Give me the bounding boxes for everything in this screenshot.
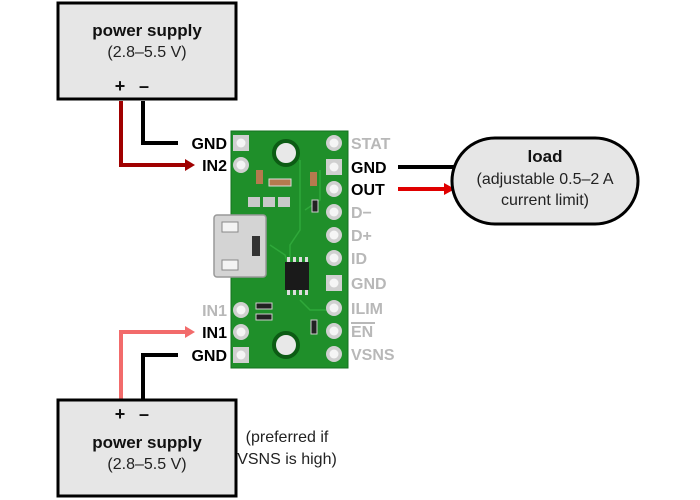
right-pin-label-d: D− (351, 205, 372, 222)
mounting-hole-top (272, 139, 300, 167)
power-supply-bottom: + – power supply (2.8–5.5 V) (56, 398, 238, 498)
ic-chip (285, 257, 309, 295)
left-pin-label-in2: IN2 (202, 158, 227, 175)
pin-hole (236, 160, 246, 170)
load: load (adjustable 0.5–2 A current limit) (450, 136, 640, 226)
wire-gnd-bottom (141, 353, 178, 400)
pin-hole (236, 350, 246, 360)
preferred-note-line1: (preferred if (246, 429, 329, 446)
power-supply-top-title: power supply (92, 21, 202, 40)
pin-hole (236, 138, 246, 148)
right-pin-label-en: EN (351, 324, 373, 341)
right-pin-label-gnd: GND (351, 276, 387, 293)
pad (263, 197, 275, 207)
pin-hole (329, 138, 339, 148)
load-line1: (adjustable 0.5–2 A (477, 171, 614, 188)
capacitor (268, 178, 292, 187)
right-pin-label-vsns: VSNS (351, 347, 395, 364)
power-supply-bottom-title: power supply (92, 433, 202, 452)
right-pin-label-stat: STAT (351, 136, 391, 153)
left-pin-label-gnd: GND (191, 136, 227, 153)
resistor (311, 199, 319, 213)
right-pin-labels: STAT GND OUT D− D+ ID GND ILIM EN VSNS (351, 136, 395, 364)
arrow-in2-icon (185, 159, 195, 171)
pin-hole (329, 349, 339, 359)
pin-hole (236, 327, 246, 337)
pin-hole (329, 253, 339, 263)
power-supply-top-minus: – (139, 76, 149, 96)
charger-board (213, 130, 349, 369)
capacitor (310, 172, 317, 186)
pin-hole (329, 184, 339, 194)
pad (248, 197, 260, 207)
pin-hole (329, 162, 339, 172)
power-supply-top-box (56, 1, 238, 101)
left-pin-label-in1: IN1 (202, 325, 227, 342)
power-supply-bottom-box (56, 398, 238, 498)
micro-usb-connector (213, 214, 267, 278)
wire-in2 (119, 101, 185, 167)
usb-pins (252, 236, 260, 256)
pin-hole (329, 303, 339, 313)
power-supply-top-plus: + (115, 76, 126, 96)
right-pin-label-ilim: ILIM (351, 301, 383, 318)
pin-hole (329, 326, 339, 336)
power-supply-bottom-voltage: (2.8–5.5 V) (107, 456, 186, 473)
power-supply-bottom-plus: + (115, 404, 126, 424)
pin-hole (329, 207, 339, 217)
left-pin-label-gnd: GND (191, 348, 227, 365)
load-shape (450, 136, 640, 226)
right-pin-label-out: OUT (351, 182, 385, 199)
pin-hole (329, 278, 339, 288)
power-supply-bottom-minus: – (139, 404, 149, 424)
wire-in1 (119, 330, 185, 400)
left-pin-label-in1: IN1 (202, 303, 227, 320)
resistor (310, 319, 318, 335)
pad (278, 197, 290, 207)
right-pin-label-d: D+ (351, 228, 372, 245)
arrow-in1-icon (185, 326, 195, 338)
load-line2: current limit) (501, 192, 589, 209)
trace (289, 160, 301, 265)
ic-body (285, 262, 309, 290)
right-pin-label-id: ID (351, 251, 367, 268)
trace (304, 170, 321, 211)
preferred-note-line2: VSNS is high) (237, 451, 337, 468)
pin-hole (236, 305, 246, 315)
load-title: load (528, 147, 563, 166)
resistor (255, 313, 273, 321)
right-pin-label-gnd: GND (351, 160, 387, 177)
capacitor (256, 170, 263, 184)
usb-tab (221, 259, 239, 271)
pin-hole (329, 230, 339, 240)
resistor (255, 302, 273, 310)
mounting-hole-bottom (272, 331, 300, 359)
wire-gnd-top (141, 101, 178, 145)
power-supply-top: power supply (2.8–5.5 V) + – (56, 1, 238, 101)
trace (299, 299, 330, 311)
usb-tab (221, 221, 239, 233)
arrow-out-icon (444, 183, 455, 195)
power-supply-top-voltage: (2.8–5.5 V) (107, 44, 186, 61)
